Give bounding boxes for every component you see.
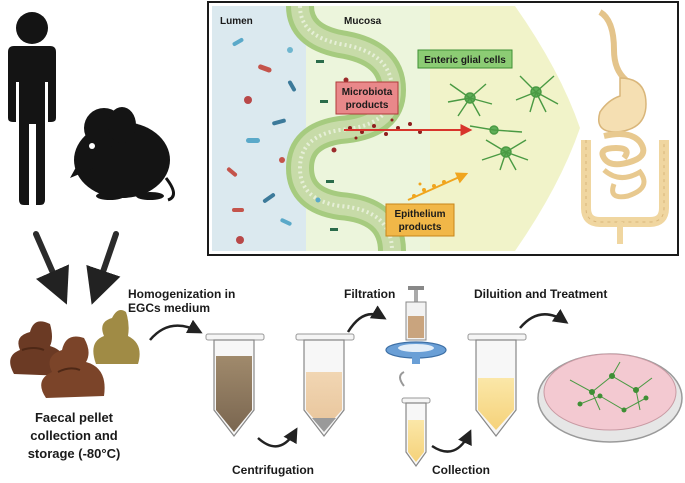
- epithelium-box: [385, 203, 455, 237]
- homog-label-2: EGCs medium: [128, 301, 210, 315]
- tube-diluted-icon: [467, 333, 527, 437]
- faecal-label-3: storage (-80°C): [28, 446, 121, 461]
- petri-dish-icon: [537, 353, 683, 443]
- homog-label-1: Homogenization in: [128, 287, 235, 301]
- faecal-pellets-icon: [10, 310, 140, 398]
- microbiota-label-1: Microbiota: [342, 87, 393, 98]
- source-arrows: [33, 231, 121, 305]
- arrow-to-tube1: [149, 319, 203, 341]
- tube-collected-icon: [399, 371, 431, 468]
- microbiota-box: [335, 81, 399, 115]
- arrow-filtration: [346, 305, 387, 333]
- human-silhouette-icon: [8, 12, 56, 205]
- lumen-label: Lumen: [220, 16, 253, 27]
- enteric-glia-label: Enteric glial cells: [424, 55, 506, 66]
- arrow-centrifugation: [257, 427, 298, 448]
- glial-cells-icon: [447, 75, 559, 171]
- dilution-label: Diluition and Treatment: [474, 287, 607, 301]
- tube-centrifuged-icon: [295, 333, 355, 437]
- arrow-treatment: [519, 309, 569, 329]
- collection-label: Collection: [432, 463, 490, 477]
- microbes: [226, 38, 349, 244]
- filtration-label: Filtration: [344, 287, 395, 301]
- faecal-label-2: collection and: [30, 428, 117, 443]
- arrow-collection: [431, 429, 472, 453]
- epithelium-label-1: Epithelium: [394, 209, 445, 220]
- gastrointestinal-tract-icon: [581, 9, 669, 244]
- gut-inset: Lumen Mucosa Enteric glial cells Microbi…: [207, 1, 679, 256]
- mucosa-label: Mucosa: [344, 16, 382, 27]
- syringe-filter-icon: [385, 286, 447, 364]
- tube-homogenized-icon: [205, 333, 265, 437]
- epithelium-label-2: products: [399, 222, 442, 233]
- enteric-glia-box: [417, 49, 513, 69]
- centrifugation-label: Centrifugation: [232, 463, 314, 477]
- faecal-label-1: Faecal pellet: [35, 410, 114, 425]
- epithelium-arrow: [407, 172, 469, 201]
- microbiota-label-2: products: [346, 100, 389, 111]
- mouse-silhouette-icon: [70, 107, 175, 202]
